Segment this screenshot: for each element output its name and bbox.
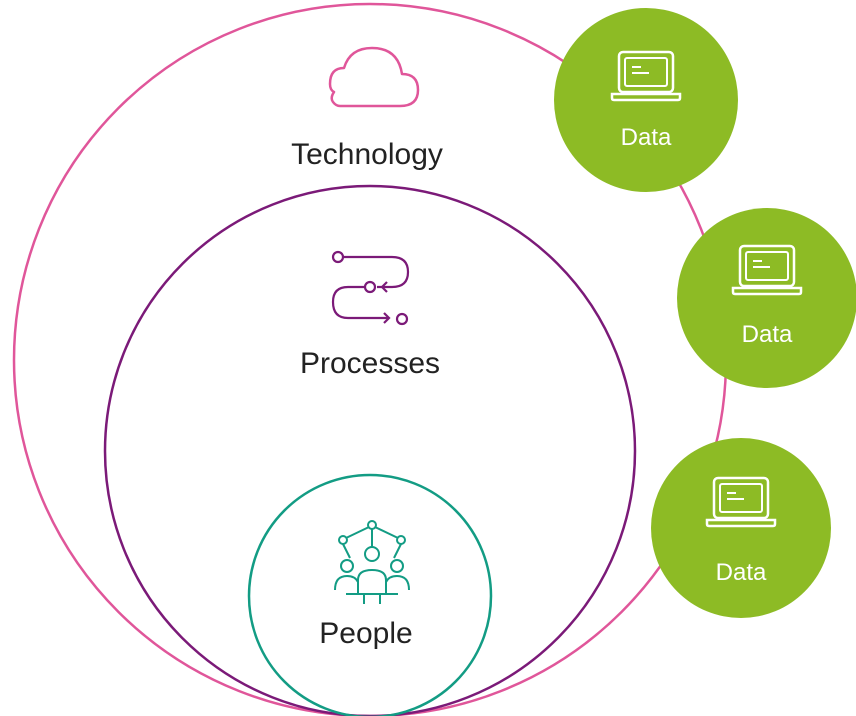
people-circle <box>247 473 493 716</box>
data-node-circle <box>677 208 856 388</box>
technology-label: Technology <box>291 138 443 171</box>
processes-ring: Processes <box>103 184 637 716</box>
data-node: Data <box>554 8 738 192</box>
data-node: Data <box>677 208 856 388</box>
data-label: Data <box>742 321 793 348</box>
processes-label: Processes <box>300 347 440 380</box>
data-label: Data <box>621 124 672 151</box>
processes-circle <box>103 184 637 716</box>
data-node-circle <box>651 438 831 618</box>
data-node: Data <box>651 438 831 618</box>
data-label: Data <box>716 559 767 586</box>
people-label: People <box>319 617 412 650</box>
people-ring: People <box>247 473 493 716</box>
process-flow-icon <box>331 250 410 326</box>
people-network-icon <box>334 520 410 604</box>
cloud-icon <box>328 46 420 108</box>
